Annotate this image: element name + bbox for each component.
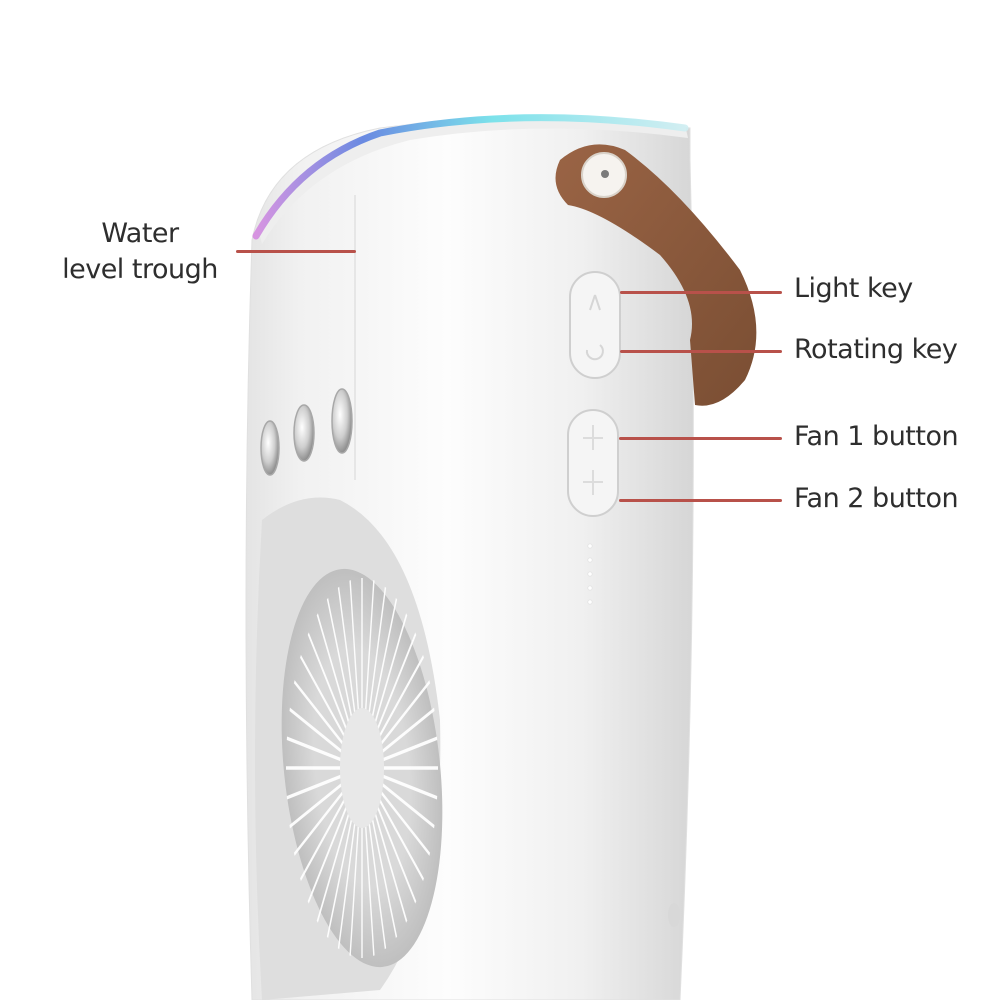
fan-1-icon (583, 425, 603, 450)
light-key-icon (589, 294, 601, 311)
fan-2-icon (583, 470, 603, 495)
carry-strap (555, 144, 757, 406)
callout-water-line2: level trough (62, 254, 218, 285)
leader-line-fan-2-button (619, 499, 782, 502)
callout-fan-2-button: Fan 2 button (794, 483, 959, 514)
fan-blades (285, 578, 439, 958)
rotate-key-icon (585, 344, 604, 361)
leader-line-light-key (620, 291, 782, 294)
indicator-dots (587, 543, 593, 605)
leader-line-rotating-key (620, 350, 782, 353)
light-ring (252, 114, 689, 240)
callout-rotating-key: Rotating key (794, 334, 958, 365)
callout-water-line1: Water (101, 218, 179, 249)
callout-water-level-trough: Water level trough (52, 216, 228, 288)
leader-line-fan-1-button (619, 437, 782, 440)
callout-light-key: Light key (794, 273, 913, 304)
light-rotate-key-pill (569, 271, 621, 379)
callout-fan-1-button: Fan 1 button (794, 421, 959, 452)
leader-line-water-level-trough (236, 250, 356, 253)
fan-key-pill (567, 409, 619, 517)
water-level-slots (260, 388, 353, 476)
